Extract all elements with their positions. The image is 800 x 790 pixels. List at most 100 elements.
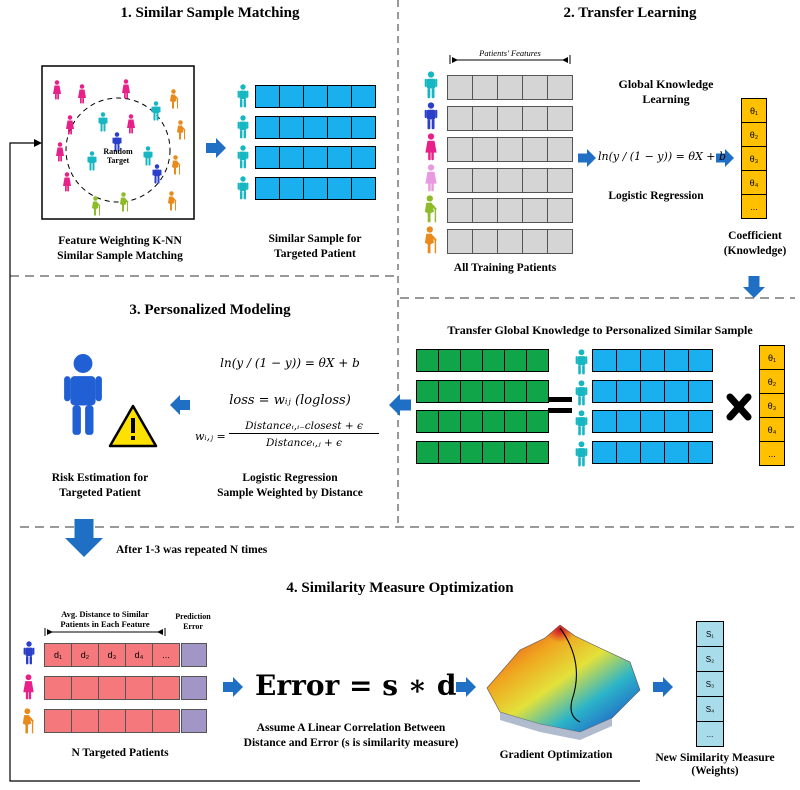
- avg-distance-bracket: [44, 628, 166, 636]
- transfer-sample-row: [592, 380, 713, 403]
- coefficient-column: θ₁ θ₂ θ₃ θ₄ ...: [741, 98, 767, 219]
- repeat-caption: After 1-3 was repeated N times: [116, 544, 268, 556]
- prediction-error-line-1: Prediction: [175, 612, 211, 621]
- prediction-error-label: Prediction Error: [168, 612, 218, 632]
- equals-sign: [548, 397, 572, 413]
- distance-cell: d₁: [44, 643, 72, 667]
- knn-caption-line-1: Feature Weighting K-NN: [58, 235, 182, 247]
- training-patient-icons: [423, 71, 438, 254]
- random-target-label: Random Target: [88, 147, 148, 165]
- all-training-caption: All Training Patients: [453, 262, 557, 274]
- error-formula: Error = s ∗ d: [255, 669, 457, 702]
- avg-distance-line-1: Avg. Distance to Similar: [61, 609, 149, 619]
- similarity-cell: S₂: [696, 646, 724, 672]
- global-logistic-formula: ln(y / (1 − y)) = θX + b: [598, 150, 727, 163]
- features-bracket: [449, 55, 571, 64]
- random-target-line-2: Target: [106, 156, 130, 165]
- feedback-loop-line: [9, 142, 640, 782]
- risk-estimation-caption: Risk Estimation for Targeted Patient: [20, 471, 180, 501]
- section-1-title: 1. Similar Sample Matching: [120, 5, 300, 21]
- patients-features-label: Patients' Features: [479, 48, 541, 58]
- prediction-error-line-2: Error: [183, 622, 203, 631]
- global-knowledge-line-2: Learning: [642, 92, 690, 106]
- coefficient-caption: Coefficient (Knowledge): [705, 229, 800, 259]
- distance-cell: ...: [152, 643, 180, 667]
- distance-cell: d₄: [125, 643, 153, 667]
- gradient-caption: Gradient Optimization: [499, 749, 613, 761]
- avg-distance-label: Avg. Distance to Similar Patients in Eac…: [42, 609, 168, 629]
- coefficient-line-1: Coefficient: [728, 230, 782, 242]
- weighted-loss-formula: loss = wᵢⱼ (logloss): [229, 393, 351, 408]
- avg-distance-line-2: Patients in Each Feature: [60, 619, 150, 629]
- theta-cell: θ₄: [741, 170, 767, 195]
- weighted-lr-line-1: Logistic Regression: [242, 472, 338, 484]
- similar-sample-row: [255, 85, 376, 108]
- training-row: [447, 137, 573, 162]
- theta-cell: θ₂: [759, 369, 785, 394]
- theta-cell: ...: [759, 441, 785, 466]
- transfer-sample-people: [575, 349, 588, 467]
- transfer-sample-row: [592, 410, 713, 433]
- weight-formula-denominator: Distanceᵢ,ⱼ + ϵ: [265, 437, 343, 449]
- weight-formula-lhs: wᵢ,ⱼ =: [195, 430, 226, 443]
- personal-logistic-formula: ln(y / (1 − y)) = θX + b: [220, 356, 360, 370]
- distance-cell: d₃: [98, 643, 126, 667]
- section-3-title: 3. Personalized Modeling: [129, 302, 291, 318]
- weighted-lr-line-2: Sample Weighted by Distance: [217, 487, 363, 499]
- similarity-cell: S₃: [696, 671, 724, 697]
- logistic-regression-caption: Logistic Regression: [608, 190, 704, 202]
- random-target-line-1: Random: [103, 147, 133, 156]
- knn-neighborhood-circle: [65, 97, 171, 203]
- coefficient-line-2: (Knowledge): [723, 245, 787, 257]
- similarity-measure-column: S₁ S₂ S₃ S₄ ...: [696, 621, 724, 747]
- prediction-error-cell: [181, 676, 207, 700]
- training-row: [447, 168, 573, 193]
- distance-row: [44, 676, 180, 700]
- targeted-patient-icon: [64, 354, 102, 435]
- theta-cell: θ₄: [759, 417, 785, 442]
- theta-cell: θ₁: [741, 98, 767, 123]
- gradient-surface-plot: [486, 624, 641, 740]
- new-similarity-line-1: New Similarity Measure: [655, 752, 775, 764]
- theta-cell: θ₂: [741, 122, 767, 147]
- new-similarity-caption: New Similarity Measure (Weights): [640, 752, 790, 778]
- n-targeted-patient-icons: [21, 641, 35, 734]
- distance-row: [44, 709, 180, 733]
- section-2-title: 2. Transfer Learning: [563, 5, 697, 21]
- linear-assumption-line-1: Assume A Linear Correlation Between: [256, 722, 446, 734]
- risk-estimation-line-2: Targeted Patient: [59, 487, 141, 499]
- prediction-error-cell: [181, 709, 207, 733]
- linear-assumption-caption: Assume A Linear Correlation Between Dist…: [222, 721, 480, 751]
- green-sample-row: [416, 380, 549, 403]
- similar-sample-people: [237, 84, 249, 200]
- transfer-sample-row: [592, 349, 713, 372]
- risk-estimation-line-1: Risk Estimation for: [51, 472, 149, 484]
- training-row: [447, 198, 573, 223]
- n-targeted-caption: N Targeted Patients: [71, 747, 169, 759]
- theta-cell: θ₃: [741, 146, 767, 171]
- similar-sample-row: [255, 116, 376, 139]
- transfer-sample-row: [592, 441, 713, 464]
- similarity-cell: ...: [696, 721, 724, 747]
- transfer-coefficient-column: θ₁ θ₂ θ₃ θ₄ ...: [759, 345, 785, 466]
- section-4-title: 4. Similarity Measure Optimization: [286, 580, 514, 596]
- transfer-knowledge-title: Transfer Global Knowledge to Personalize…: [447, 323, 753, 337]
- green-sample-row: [416, 349, 549, 372]
- training-row: [447, 75, 573, 100]
- new-similarity-line-2: (Weights): [691, 765, 739, 777]
- similarity-cell: S₄: [696, 696, 724, 722]
- weighted-lr-caption: Logistic Regression Sample Weighted by D…: [195, 471, 385, 501]
- multiply-sign: [726, 393, 752, 421]
- weight-formula: wᵢ,ⱼ = Distanceᵢ,ᵢ₋closest + ϵ Distanceᵢ…: [195, 420, 385, 456]
- training-row: [447, 106, 573, 131]
- linear-assumption-line-2: Distance and Error (s is similarity meas…: [243, 737, 459, 749]
- similar-sample-caption-line-2: Targeted Patient: [274, 248, 356, 260]
- knn-caption-line-2: Similar Sample Matching: [57, 250, 183, 262]
- theta-cell: θ₁: [759, 345, 785, 370]
- similarity-cell: S₁: [696, 621, 724, 647]
- distance-row: d₁ d₂ d₃ d₄ ...: [44, 643, 180, 667]
- global-knowledge-caption: Global Knowledge Learning: [596, 77, 736, 107]
- global-knowledge-line-1: Global Knowledge: [618, 77, 714, 91]
- warning-icon: [108, 404, 158, 448]
